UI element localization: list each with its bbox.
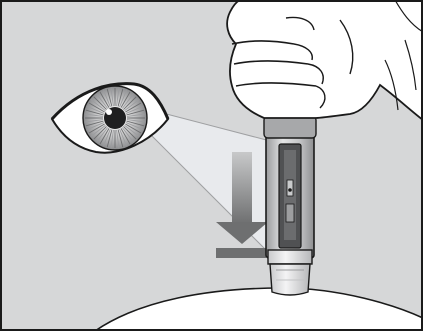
inspection-window <box>279 144 301 248</box>
arrow-base-bar <box>216 248 266 258</box>
autoinjector-pen <box>264 116 316 295</box>
